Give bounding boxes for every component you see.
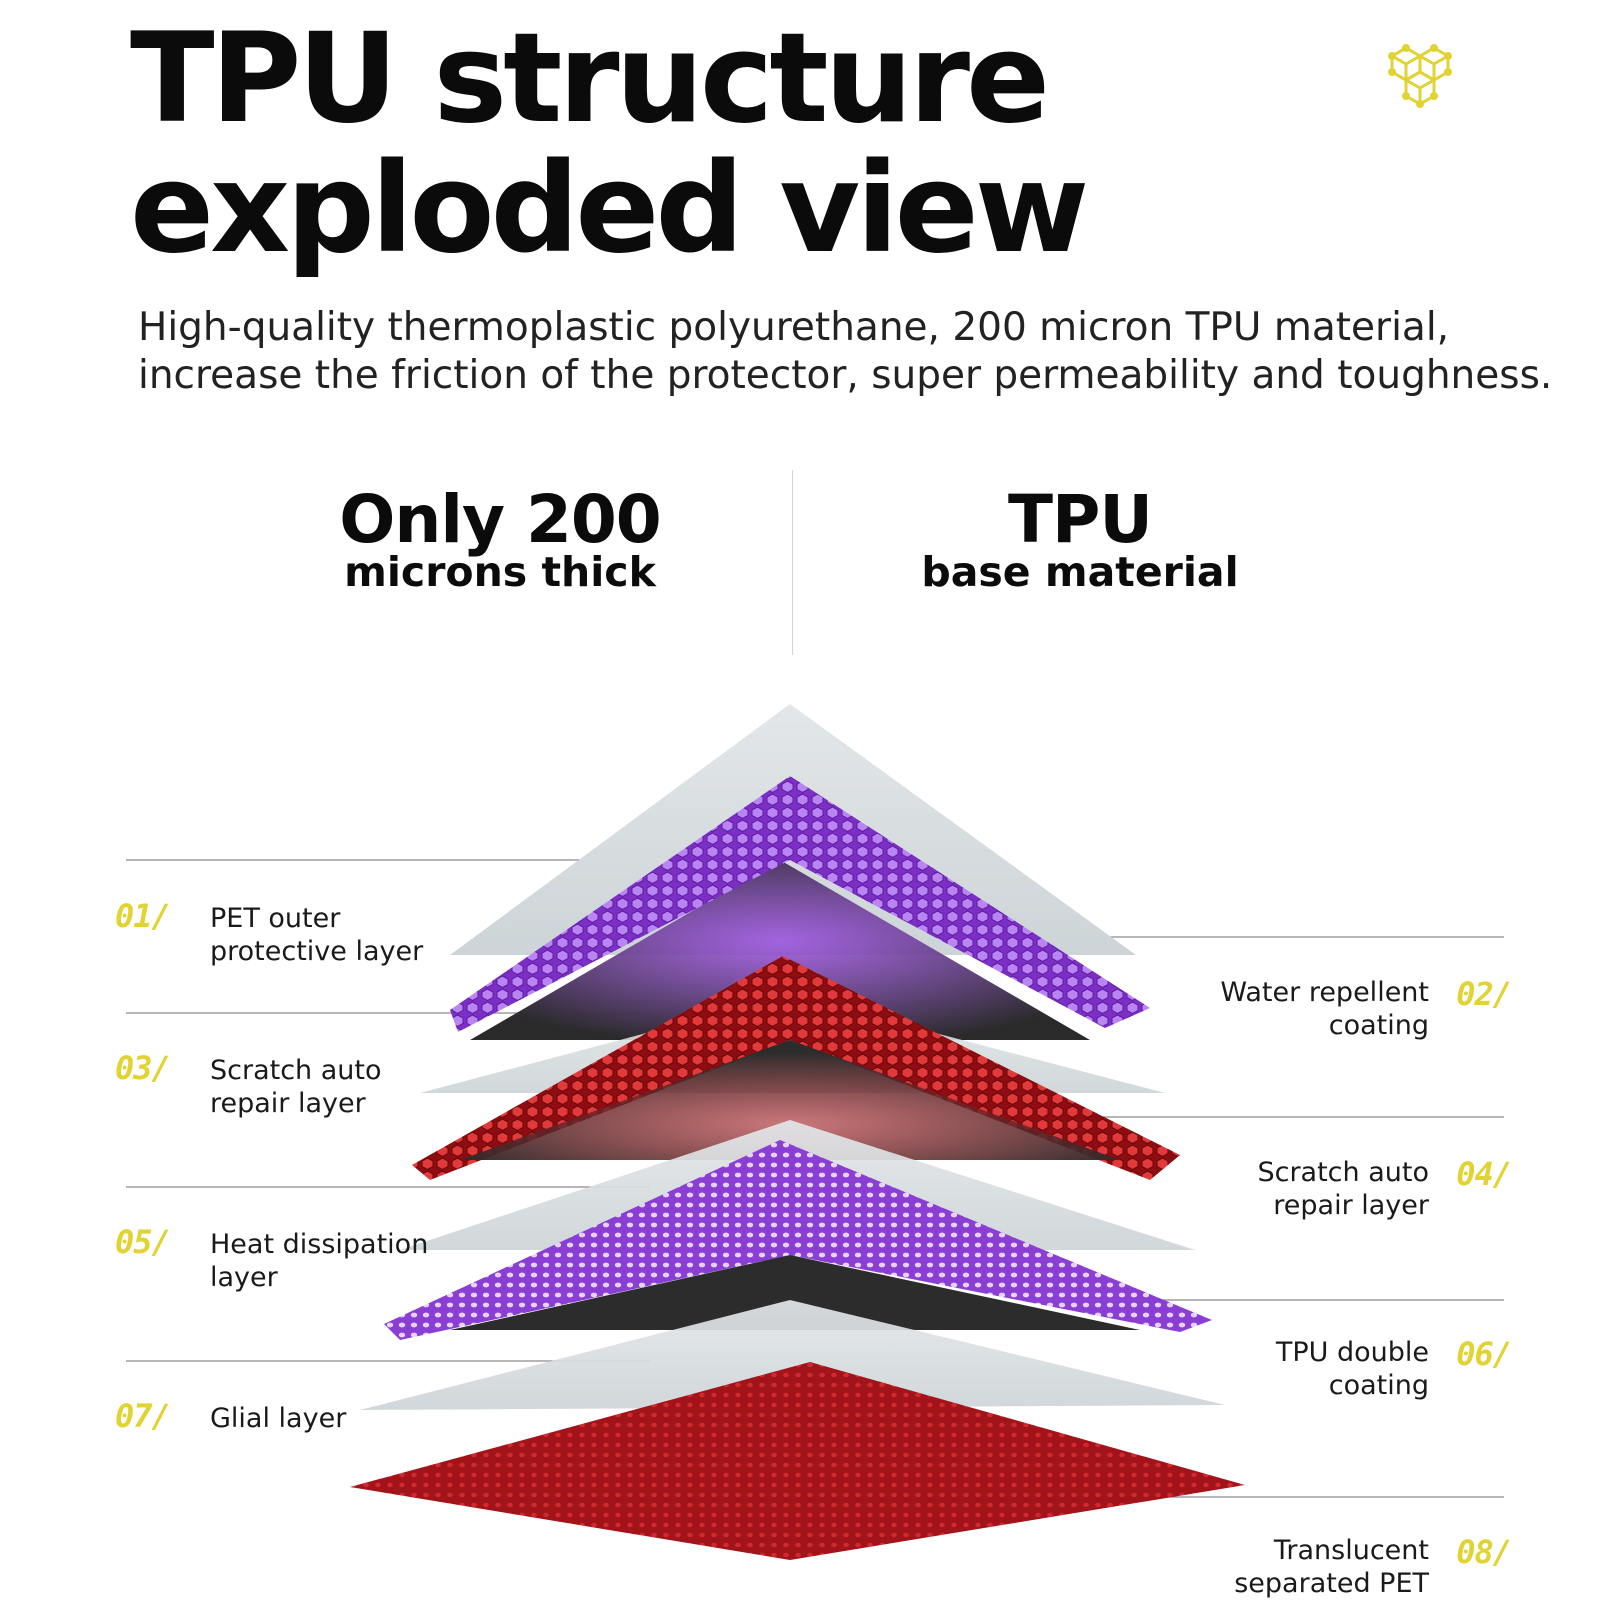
callout-06-line-1: TPU double [1275, 1337, 1429, 1368]
callout-08: 08/ Translucent separated PET [1234, 1534, 1512, 1600]
callout-08-line-1: Translucent [1273, 1535, 1429, 1566]
feature-thickness-value: Only 200 [339, 481, 661, 558]
callout-06-number: 06/ [1456, 1335, 1512, 1373]
callout-06: 06/ TPU double coating [1275, 1336, 1512, 1402]
layer-dark-core-3 [450, 1255, 1140, 1330]
callout-02: 02/ Water repellent coating [1220, 976, 1512, 1042]
layer-purple-mesh-lower [384, 1140, 1212, 1340]
title-line-2: exploded view [130, 137, 1089, 281]
callout-05-line-2: layer [210, 1262, 278, 1293]
callout-03-number: 03/ [115, 1049, 171, 1087]
layer-purple-mesh-top [450, 776, 1150, 1032]
callout-08-number: 08/ [1456, 1533, 1512, 1571]
feature-thickness: Only 200 microns thick [300, 481, 700, 596]
callout-03-line-1: Scratch auto [210, 1055, 382, 1086]
title-line-1: TPU structure [130, 7, 1050, 151]
callout-01-number: 01/ [115, 897, 171, 935]
page-title: TPU structure exploded view [130, 14, 1089, 274]
feature-material: TPU base material [880, 481, 1280, 596]
feature-thickness-caption: microns thick [344, 548, 656, 596]
callout-01: 01/ PET outer protective layer [115, 900, 424, 968]
callout-07-number: 07/ [115, 1397, 171, 1435]
callout-01-line-1: PET outer [210, 903, 341, 934]
leader-lines [126, 859, 1504, 1498]
callout-01-line-2: protective layer [210, 936, 424, 967]
description: High-quality thermoplastic polyurethane,… [138, 305, 1553, 398]
callout-08-line-2: separated PET [1234, 1568, 1429, 1599]
feature-material-value: TPU [1008, 481, 1153, 558]
callout-05: 05/ Heat dissipation layer [115, 1226, 429, 1294]
callout-06-line-2: coating [1328, 1370, 1429, 1401]
cube-cluster-icon [1388, 44, 1452, 108]
layer-water-repellent-core [470, 860, 1090, 1040]
feature-divider [792, 470, 793, 655]
callout-02-line-1: Water repellent [1220, 977, 1429, 1008]
callout-03-line-2: repair layer [210, 1088, 366, 1119]
callout-04-number: 04/ [1456, 1155, 1512, 1193]
callout-04-line-2: repair layer [1273, 1190, 1429, 1221]
callout-07-line-1: Glial layer [210, 1403, 347, 1434]
layer-glial-film [360, 1300, 1225, 1410]
callout-05-line-1: Heat dissipation [210, 1229, 429, 1260]
callout-07: 07/ Glial layer [115, 1400, 347, 1435]
callout-02-line-2: coating [1328, 1010, 1429, 1041]
callout-04-line-1: Scratch auto [1257, 1157, 1429, 1188]
layer-translucent-pet [350, 1362, 1245, 1560]
feature-material-caption: base material [921, 548, 1239, 596]
callout-04: 04/ Scratch auto repair layer [1257, 1156, 1512, 1222]
callout-02-number: 02/ [1456, 975, 1512, 1013]
callout-03: 03/ Scratch auto repair layer [115, 1052, 382, 1120]
callout-05-number: 05/ [115, 1223, 171, 1261]
layer-dark-core-2 [460, 1040, 1120, 1160]
